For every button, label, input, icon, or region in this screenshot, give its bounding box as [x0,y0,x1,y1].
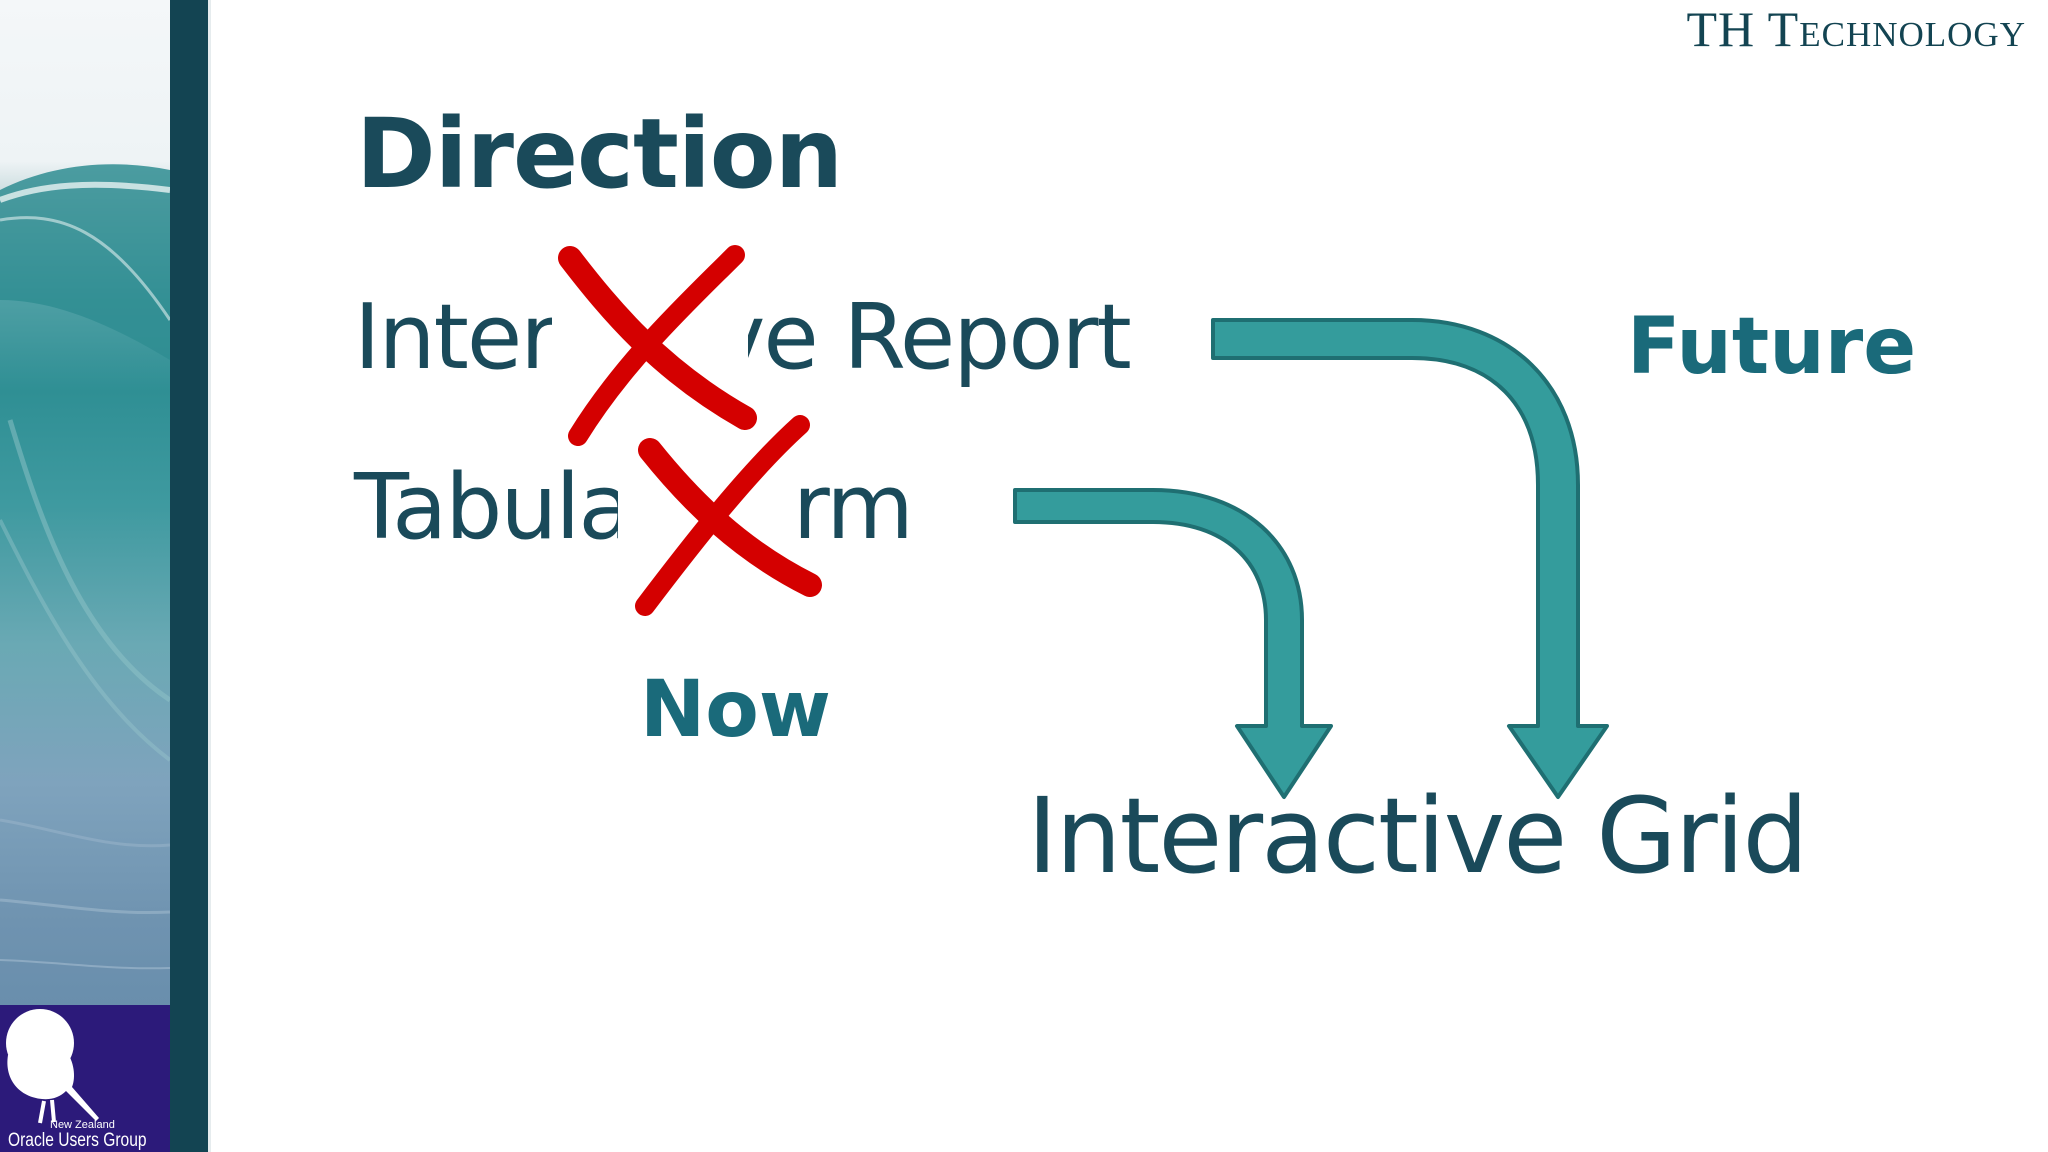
slide-title: Direction [356,98,843,210]
now-label: Now [640,665,831,755]
wave-graphic [0,164,170,970]
nzoug-logo: New Zealand Oracle Users Group [0,1005,170,1152]
interactive-grid-label: Interactive Grid [1027,775,1809,897]
cross-mark-icon [558,245,757,446]
logo-small-text: New Zealand [50,1119,115,1131]
cross-mark-icon [635,415,822,616]
brand-name: TH Technology [1686,1,2026,57]
curved-arrow-icon [1211,318,1609,799]
kiwi-logo-icon [6,1009,100,1124]
curved-arrow-icon [1013,488,1333,799]
logo-main-text: Oracle Users Group [8,1130,147,1151]
future-label: Future [1627,302,1917,392]
left-bar-edge [208,0,211,1152]
left-accent-bar [170,0,208,1152]
wave-image [0,0,170,1152]
